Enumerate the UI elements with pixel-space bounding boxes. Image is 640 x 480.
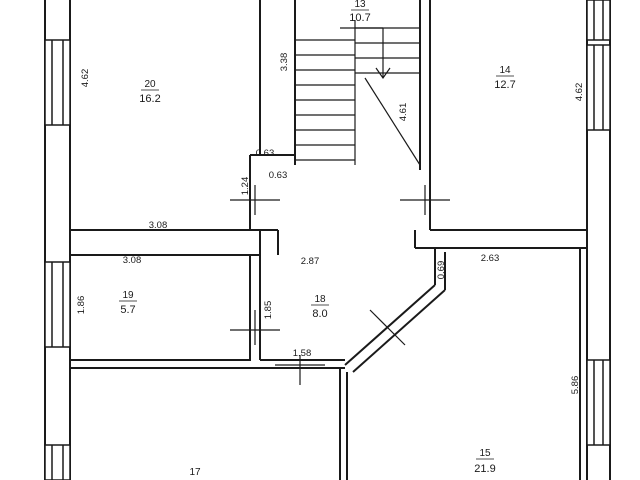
walls — [44, 0, 611, 480]
dim-263: 2.63 — [481, 253, 500, 264]
door-marks — [230, 185, 450, 385]
dim-461: 4.61 — [398, 103, 409, 122]
dim-308-a: 3.08 — [149, 220, 168, 231]
dim-462-left: 4.62 — [80, 69, 91, 88]
room-13-number: 13 — [354, 0, 366, 10]
room-17-number: 17 — [189, 467, 201, 478]
hall-diag-wall-c — [352, 289, 446, 373]
dimension-labels: 4.62 3.38 0.63 0.63 1.24 3.08 3.08 2.87 … — [76, 53, 585, 395]
dim-586: 5.86 — [570, 376, 581, 395]
dim-462-right: 4.62 — [574, 83, 585, 102]
window-left-mid — [44, 261, 71, 348]
dim-338: 3.38 — [279, 53, 290, 72]
staircase — [295, 20, 421, 166]
dim-069: 0.69 — [436, 261, 447, 280]
dim-063-b: 0.63 — [269, 170, 288, 181]
window-right-top — [586, 0, 611, 41]
room19-outline — [69, 254, 251, 361]
room-labels: 20 16.2 13 10.7 14 12.7 19 5.7 18 8.0 15… — [119, 0, 516, 478]
dim-124: 1.24 — [240, 177, 251, 196]
dim-308-b: 3.08 — [123, 255, 142, 266]
window-left-top — [44, 39, 71, 126]
room-20-number: 20 — [144, 79, 156, 90]
stair-arrow-head — [375, 67, 391, 80]
room-14-area: 12.7 — [494, 79, 515, 91]
dim-158: 1.58 — [293, 348, 312, 359]
dim-185: 1.85 — [263, 301, 274, 320]
dim-063-a: 0.63 — [256, 148, 275, 159]
room-18-number: 18 — [314, 294, 326, 305]
room-15-area: 21.9 — [474, 463, 495, 475]
window-right-upper — [586, 44, 611, 131]
dim-186: 1.86 — [76, 296, 87, 315]
room-18-area: 8.0 — [312, 308, 327, 320]
window-right-lower — [586, 359, 611, 446]
dim-287: 2.87 — [301, 256, 320, 267]
windows — [44, 0, 611, 480]
hall-diag-wall — [344, 284, 436, 366]
window-left-bottom — [44, 444, 71, 480]
room-19-number: 19 — [122, 290, 134, 301]
room-19-area: 5.7 — [120, 304, 135, 316]
room-13-area: 10.7 — [349, 12, 370, 24]
room-20-area: 16.2 — [139, 93, 160, 105]
room-15-number: 15 — [479, 448, 491, 459]
room-14-number: 14 — [499, 65, 511, 76]
